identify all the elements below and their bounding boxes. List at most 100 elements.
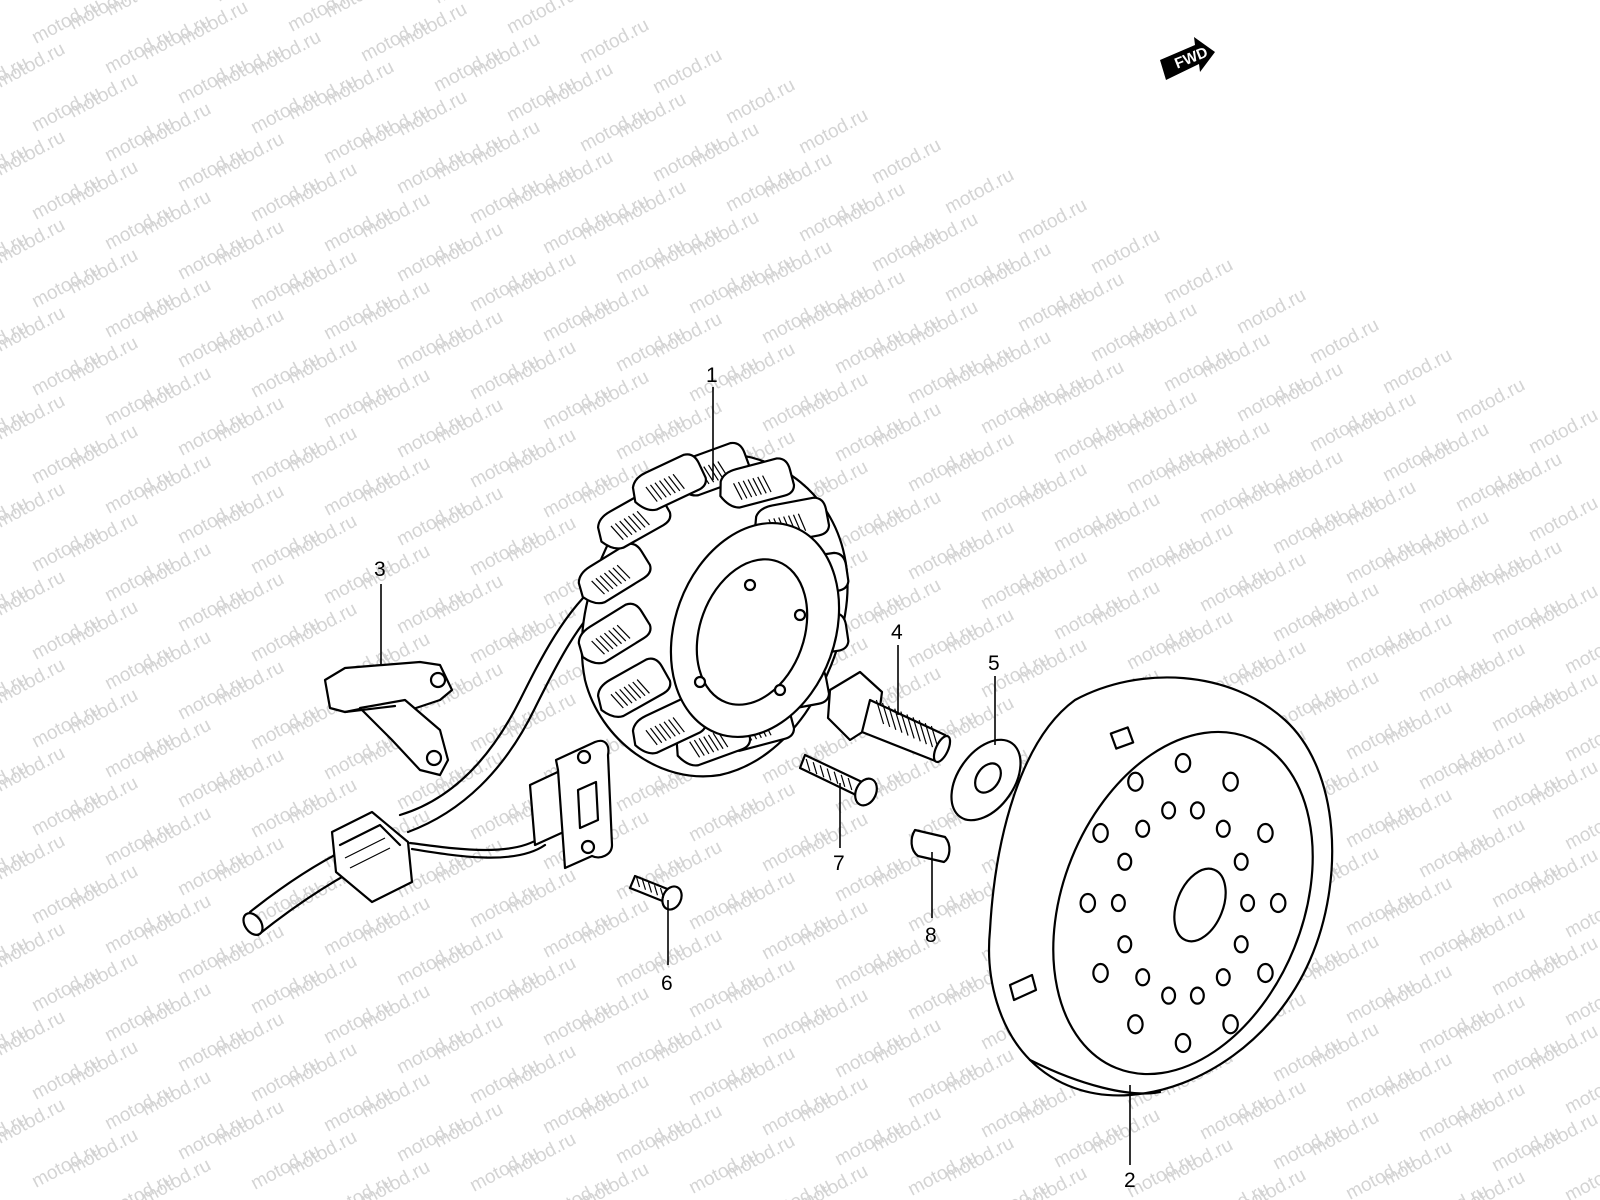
winding-line	[632, 681, 646, 697]
winding-line	[603, 572, 618, 587]
callout-5: 5	[988, 652, 1000, 675]
rotor	[987, 676, 1334, 1097]
winding-line	[632, 513, 646, 528]
winding-line	[612, 627, 627, 642]
winding-line	[707, 734, 719, 751]
woodruff-key	[910, 828, 951, 864]
callout-7: 7	[833, 852, 845, 875]
winding-line	[623, 518, 637, 533]
callout-4: 4	[891, 621, 903, 644]
rotor-hole	[1092, 822, 1109, 844]
winding-line	[703, 736, 715, 753]
thread-line	[900, 711, 909, 736]
rotor-hole	[1161, 986, 1177, 1005]
callout-3: 3	[374, 558, 386, 581]
winding-line	[616, 624, 631, 639]
winding-line	[737, 481, 748, 499]
winding-line	[752, 477, 762, 495]
winding-line	[603, 632, 618, 647]
winding-line	[672, 473, 685, 490]
winding-line	[693, 739, 705, 756]
rotor-hole	[1189, 801, 1205, 820]
winding-line	[668, 719, 681, 735]
thread-line	[894, 708, 903, 733]
callout-2: 2	[1124, 1169, 1136, 1192]
winding-line	[747, 479, 758, 497]
winding-line	[645, 486, 658, 502]
winding-line	[663, 478, 676, 494]
winding-line	[757, 476, 767, 494]
winding-line	[733, 483, 743, 500]
winding-line	[619, 520, 633, 536]
winding-line	[762, 475, 772, 493]
rotor-hole	[1257, 962, 1274, 984]
winding-line	[654, 725, 667, 741]
thread-line	[653, 885, 659, 896]
forward-arrow-icon	[1160, 37, 1215, 80]
winding-line	[595, 577, 610, 592]
rotor-hole	[1079, 892, 1097, 914]
winding-line	[636, 510, 650, 526]
winding-line	[659, 723, 672, 739]
winding-line	[614, 691, 629, 706]
winding-line	[627, 515, 642, 531]
callouts: 1 2 3 4 5 6 7 8	[374, 364, 1136, 1192]
winding-line	[649, 727, 663, 744]
thread-line	[888, 705, 897, 730]
winding-line	[659, 480, 672, 496]
thread-line	[847, 777, 853, 791]
winding-line	[591, 580, 605, 595]
winding-line	[616, 564, 631, 579]
winding-line	[689, 741, 701, 758]
rotor-hole	[1189, 986, 1205, 1005]
bracket	[323, 660, 454, 777]
callout-6: 6	[661, 972, 673, 995]
rotor-hole	[1135, 968, 1151, 987]
washer	[950, 738, 1022, 822]
winding-line	[610, 693, 624, 709]
rotor-hole	[1269, 892, 1287, 914]
winding-line	[595, 637, 610, 652]
callout-8: 8	[925, 924, 937, 947]
winding-line	[645, 729, 658, 746]
rotor-hole	[1222, 1014, 1239, 1035]
screw-7	[798, 753, 878, 807]
stator-tooth	[719, 457, 796, 509]
leader-lines	[380, 387, 1131, 1165]
thread-line	[659, 887, 665, 899]
winding-line	[712, 462, 724, 480]
thread-line	[647, 882, 653, 893]
winding-line	[599, 575, 614, 590]
winding-line	[698, 738, 710, 755]
thread-line	[912, 717, 921, 742]
rotor-hole	[1233, 852, 1249, 871]
bolt	[826, 670, 952, 764]
stator-tooth	[577, 542, 652, 605]
rotor-hole	[1215, 819, 1231, 838]
winding-line	[712, 732, 724, 750]
thread-line	[812, 761, 818, 775]
rotor-hole	[1110, 893, 1126, 913]
winding-line	[742, 480, 753, 498]
thread-line	[906, 714, 915, 739]
thread-line	[918, 720, 927, 745]
stator-tooth	[596, 657, 672, 718]
stator-tooth	[577, 602, 652, 665]
winding-line	[608, 569, 622, 585]
thread-line	[805, 758, 811, 772]
winding-line	[619, 688, 633, 704]
thread-line	[635, 876, 641, 888]
stator-tooth	[631, 453, 707, 512]
winding-line	[663, 721, 676, 737]
rotor-hole	[1127, 1014, 1144, 1035]
thread-line	[840, 774, 846, 788]
winding-line	[668, 475, 681, 492]
wire-coupler	[330, 810, 414, 904]
rotor-hole	[1233, 935, 1249, 954]
pickup-coil	[528, 739, 614, 870]
fwd-marker: FWD	[1160, 37, 1215, 80]
thread-line	[875, 699, 885, 725]
winding-line	[797, 513, 807, 531]
rotor-hole	[1127, 771, 1144, 792]
